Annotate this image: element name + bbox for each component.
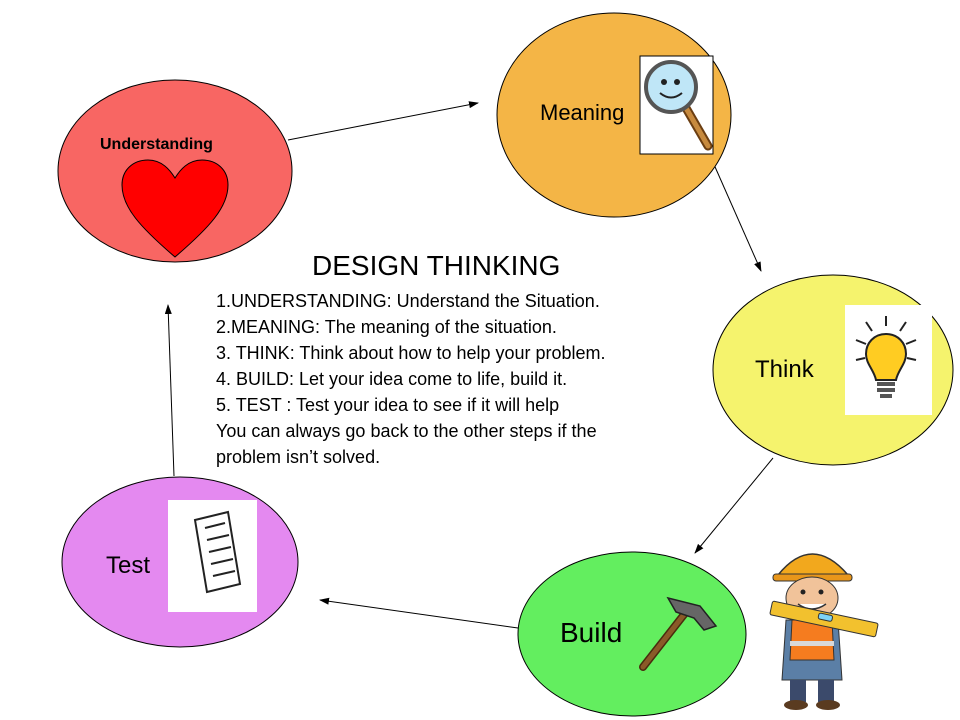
hammer-icon [639, 596, 718, 671]
arrow-understanding-to-meaning [287, 101, 479, 141]
think-label: Think [755, 356, 814, 383]
understanding-node [57, 79, 293, 263]
light-bulb-icon [845, 305, 932, 415]
steps-list: 1.UNDERSTANDING: Understand the Situatio… [216, 288, 606, 470]
arrow-build-to-test [319, 597, 519, 629]
construction-worker-illustration [769, 553, 879, 710]
test-label: Test [106, 552, 151, 579]
heart-icon [121, 159, 229, 258]
build-node [517, 551, 747, 717]
magnifying-glass-icon [639, 55, 714, 155]
arrow-think-to-build [694, 457, 774, 554]
note-line-1: You can always go back to the other step… [216, 421, 597, 441]
step-line-test: 5. TEST : Test your idea to see if it wi… [216, 395, 560, 415]
step-line-understanding: 1.UNDERSTANDING: Understand the Situatio… [216, 291, 600, 311]
diagram-title: DESIGN THINKING [312, 250, 561, 281]
arrow-test-to-understanding [164, 304, 175, 477]
step-line-build: 4. BUILD: Let your idea come to life, bu… [216, 369, 568, 389]
note-line-2: problem isn’t solved. [216, 447, 381, 467]
build-label: Build [560, 617, 623, 648]
step-line-meaning: 2.MEANING: The meaning of the situation. [216, 317, 557, 337]
understanding-label: Understanding [100, 136, 213, 153]
step-line-think: 3. THINK: Think about how to help your p… [216, 343, 606, 363]
test-paper-icon [168, 500, 257, 612]
meaning-label: Meaning [540, 100, 625, 125]
arrow-meaning-to-think [711, 159, 762, 272]
